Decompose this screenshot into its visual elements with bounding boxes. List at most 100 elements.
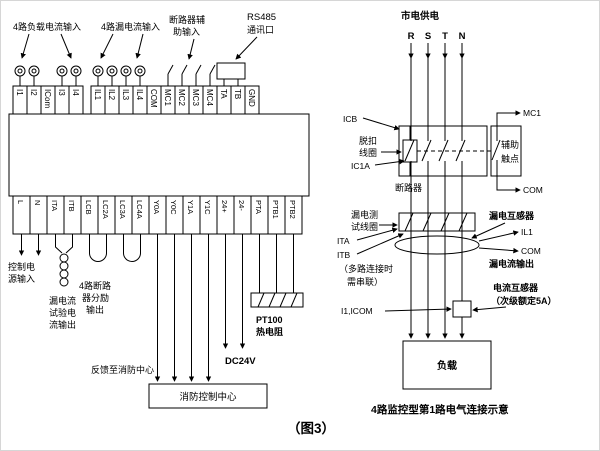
label-feedback-to-fire: 反馈至消防中心 (91, 364, 154, 375)
supply-wires (408, 43, 465, 126)
fire-control-center-box (148, 383, 268, 409)
label-series-note-1: （多路连接时 (339, 263, 393, 274)
aux-contact-symbol (491, 126, 501, 176)
leakage-ct-ring (394, 235, 480, 255)
terminal-label: N (33, 200, 42, 205)
label-aux-contact-2: 触点 (501, 153, 519, 164)
label-mc1: MC1 (523, 108, 541, 118)
terminal-label: MC4 (205, 89, 214, 106)
terminal-label: IL1 (93, 89, 102, 101)
label-breaker: 断路器 (395, 182, 422, 193)
leakage-test-output (55, 234, 73, 287)
feedback-wires (154, 234, 212, 382)
label-itb: ITB (337, 250, 351, 260)
label-pt100-1: PT100 (256, 315, 283, 325)
label-shunt-output-1: 4路断路 (79, 280, 111, 291)
label-shunt-output-3: 输出 (86, 304, 104, 315)
terminal-box (68, 85, 84, 115)
device-body (8, 113, 310, 197)
label-rs485: RS485 (247, 12, 276, 23)
dc24v-wires (222, 234, 246, 349)
pt100-body (250, 292, 304, 308)
label-il1: IL1 (521, 227, 533, 237)
terminal-label: LCB (84, 200, 93, 215)
label-mains-supply: 市电供电 (401, 10, 440, 22)
terminal-label: Y0C (169, 200, 178, 215)
terminal-label: TB (233, 89, 242, 99)
label-leakage-current-output: 漏电流输出 (489, 258, 534, 269)
pt100-sensor (250, 234, 304, 308)
terminal-box (244, 85, 260, 115)
terminal-label: MC2 (177, 89, 186, 106)
terminal-label: COM (149, 89, 158, 108)
label-rs485-port: 通讯口 (247, 25, 274, 35)
label-leakage-test-out-2: 试验电 (49, 307, 76, 318)
device-panel: 4路负载电流输入 4路漏电流输入 断路器辅 助输入 RS485 通讯口 (8, 12, 310, 409)
label-ita: ITA (337, 236, 350, 246)
terminal-label: ICom (43, 89, 52, 108)
terminal-label: I2 (29, 89, 38, 96)
label-com-aux: COM (523, 185, 543, 195)
current-ct-box (452, 300, 472, 318)
rs485-connector (216, 62, 246, 86)
label-current-ct-2: （次级额定5A） (491, 295, 557, 306)
terminal-label: PTB1 (271, 200, 280, 219)
terminal-label: LC3A (118, 200, 127, 219)
label-breaker-aux-input-2: 助输入 (173, 26, 200, 37)
control-power-wires (18, 234, 42, 256)
terminal-label: PTB2 (288, 200, 297, 219)
terminal-label: ITA (50, 200, 59, 211)
label-phase-t: T (442, 31, 448, 42)
label-icb: ICB (343, 114, 358, 124)
label-leakage-test-out-1: 漏电流 (49, 295, 76, 306)
label-series-note-2: 需串联） (347, 277, 383, 287)
terminal-label: I3 (57, 89, 66, 96)
label-dc24v: DC24V (225, 356, 256, 367)
breaker-contacts (404, 126, 491, 176)
shunt-trip-outputs (89, 234, 141, 262)
terminal-label: IL3 (121, 89, 130, 101)
aux-input-contact-stubs (167, 64, 216, 86)
label-shunt-output-2: 器分励 (82, 293, 109, 303)
aux-contact-box (490, 125, 522, 177)
label-current-ct-1: 电流互感器 (493, 282, 539, 293)
label-phase-s: S (425, 31, 431, 42)
terminal-label: L (16, 200, 25, 204)
terminal-label: Y1A (186, 200, 195, 214)
right-panel-caption: 4路监控型第1路电气连接示意 (371, 403, 509, 416)
label-com-ct: COM (521, 246, 541, 256)
terminal-label: IL4 (135, 89, 144, 101)
label-fire-control-center: 消防控制中心 (179, 391, 237, 403)
label-leak-test-coil-2: 试线圈 (351, 221, 378, 232)
label-aux-contact-1: 辅助 (501, 139, 519, 150)
label-control-power-1: 控制电 (8, 261, 35, 272)
terminal-label: IL2 (107, 89, 116, 101)
top-terminal-strip: I1 I2 ICom I3 I4 IL1 IL2 IL3 IL4 COM MC1… (12, 85, 260, 115)
terminal-label: LC2A (101, 200, 110, 219)
label-trip-coil-2: 线圈 (359, 147, 377, 158)
label-load: 负载 (437, 359, 457, 372)
leak-test-coil (398, 212, 476, 232)
terminal-label: TA (219, 89, 228, 99)
current-input-rings (14, 65, 146, 86)
label-load-current-input: 4路负载电流输入 (13, 21, 81, 32)
label-i1-icom: I1,ICOM (341, 306, 373, 316)
label-phase-r: R (408, 31, 415, 42)
terminal-label: Y0A (152, 200, 161, 214)
terminal-label: 24+ (220, 200, 229, 213)
label-leakage-ct: 漏电互感器 (489, 210, 535, 221)
label-pt100-2: 热电阻 (256, 326, 283, 337)
terminal-label: PTA (254, 200, 263, 214)
terminal-label: I4 (71, 89, 80, 96)
terminal-label: I1 (15, 89, 24, 96)
figure-caption: （图3） (287, 421, 335, 436)
terminal-label: MC1 (163, 89, 172, 106)
terminal-label: GND (247, 89, 256, 107)
label-trip-coil-1: 脱扣 (359, 135, 377, 146)
label-control-power-2: 源输入 (8, 273, 35, 284)
connection-panel: 市电供电 R S T N ICB 脱扣 线圈 IC1A (337, 10, 557, 416)
load-box (402, 340, 492, 390)
terminal-label: Y1C (203, 200, 212, 215)
label-ic1a: IC1A (351, 161, 370, 171)
